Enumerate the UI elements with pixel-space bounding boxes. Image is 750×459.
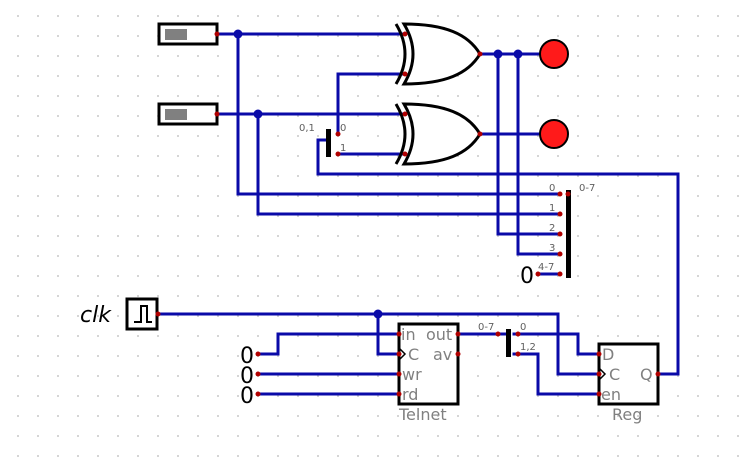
splitter-mid[interactable]: 0-7 0 1,2 <box>478 322 536 357</box>
splitter-top-bit0-label: 0 <box>340 123 346 134</box>
constant-zero-2[interactable]: 0 <box>240 364 261 389</box>
telnet-name: Telnet <box>398 405 447 424</box>
led-output-1 <box>539 39 569 69</box>
switch-input-1[interactable] <box>157 22 220 46</box>
merger-out-label: 0-7 <box>579 183 595 194</box>
constant-zero-merger-label: 0 <box>520 264 534 289</box>
wires <box>156 32 680 396</box>
constant-zero-2-label: 0 <box>240 364 254 389</box>
merger-bit1-label: 1 <box>549 203 555 214</box>
merger-bits47-label: 4-7 <box>538 262 554 273</box>
reg-pin-d: D <box>602 345 614 364</box>
telnet-pin-out: out <box>426 325 452 344</box>
telnet-component[interactable]: in out C av wr rd Telnet <box>396 322 461 424</box>
telnet-pin-wr: wr <box>402 365 422 384</box>
wire-junctions <box>233 29 523 319</box>
switch-input-2[interactable] <box>157 102 220 126</box>
splitter-mid-bit12-label: 1,2 <box>520 342 536 353</box>
telnet-pin-c: C <box>408 345 419 364</box>
merger-bit2-label: 2 <box>549 223 555 234</box>
telnet-pin-av: av <box>433 345 452 364</box>
splitter-top[interactable]: 0,1 0 1 <box>299 123 346 157</box>
reg-pin-q: Q <box>640 365 653 384</box>
xor-gate-2[interactable] <box>394 102 483 166</box>
splitter-top-bit1-label: 1 <box>340 143 346 154</box>
constant-zero-1[interactable]: 0 <box>240 344 261 369</box>
splitter-mid-in-label: 0-7 <box>478 322 494 333</box>
reg-pin-en: en <box>601 385 621 404</box>
constant-zero-3[interactable]: 0 <box>240 384 261 409</box>
merger-bit3-label: 3 <box>549 243 555 254</box>
merger-0-7[interactable]: 0-7 0 1 2 3 4-7 <box>538 183 595 278</box>
constant-zero-3-label: 0 <box>240 384 254 409</box>
merger-bit0-label: 0 <box>549 183 555 194</box>
clock-input[interactable]: clk <box>80 297 161 331</box>
telnet-pin-in: in <box>401 325 416 344</box>
splitter-mid-bit0-label: 0 <box>520 322 526 333</box>
clock-label: clk <box>80 303 112 328</box>
splitter-top-in-label: 0,1 <box>299 123 315 134</box>
constant-zero-1-label: 0 <box>240 344 254 369</box>
xor-gate-1[interactable] <box>394 22 483 86</box>
constant-zero-merger[interactable]: 0 <box>520 264 541 289</box>
reg-pin-c: C <box>609 365 620 384</box>
led-output-2 <box>539 119 569 149</box>
telnet-pin-rd: rd <box>402 385 418 404</box>
reg-name: Reg <box>612 405 642 424</box>
register-component[interactable]: D C en Q Reg <box>596 342 661 424</box>
